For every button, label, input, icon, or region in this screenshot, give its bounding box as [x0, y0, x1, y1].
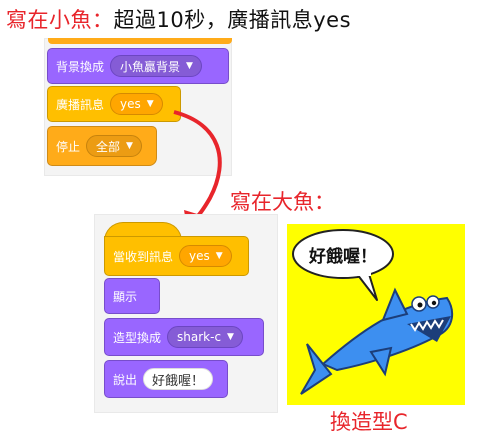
stage-caption: 換造型C	[330, 410, 408, 434]
chevron-down-icon: ▼	[227, 332, 234, 342]
backdrop-dropdown[interactable]: 小魚贏背景 ▼	[110, 55, 202, 77]
speech-bubble-text: 好餓喔！	[309, 247, 377, 267]
switch-backdrop-label: 背景換成	[56, 59, 105, 74]
broadcast-block[interactable]: 廣播訊息 yes ▼	[47, 86, 181, 122]
heading-red: 寫在小魚：	[6, 8, 114, 32]
say-label: 說出	[113, 372, 138, 387]
broadcast-label: 廣播訊息	[56, 97, 105, 112]
broadcast-dropdown-value: yes	[120, 97, 141, 111]
stop-block[interactable]: 停止 全部 ▼	[47, 126, 157, 166]
switch-costume-block[interactable]: 造型換成 shark-c ▼	[104, 318, 264, 356]
receive-dropdown-value: yes	[189, 249, 210, 263]
chevron-down-icon: ▼	[215, 251, 223, 261]
when-receive-label: 當收到訊息	[113, 249, 174, 264]
show-block[interactable]: 顯示	[104, 278, 160, 314]
previous-block-edge	[48, 38, 232, 44]
shark-icon	[300, 287, 454, 395]
heading: 寫在小魚：超過10秒，廣播訊息yes	[6, 4, 351, 34]
heading-black: 超過10秒，廣播訊息yes	[113, 8, 352, 32]
stop-dropdown[interactable]: 全部 ▼	[86, 135, 142, 157]
show-label: 顯示	[113, 289, 138, 304]
costume-dropdown[interactable]: shark-c ▼	[167, 326, 243, 348]
stage-scene	[292, 229, 454, 395]
broadcast-dropdown[interactable]: yes ▼	[110, 93, 163, 115]
switch-costume-label: 造型換成	[113, 330, 162, 345]
stage: 好餓喔！	[287, 224, 465, 405]
chevron-down-icon: ▼	[146, 99, 154, 109]
when-receive-block[interactable]: 當收到訊息 yes ▼	[104, 236, 249, 276]
say-block[interactable]: 說出 好餓喔！	[104, 360, 228, 398]
stop-label: 停止	[56, 139, 81, 154]
receive-dropdown[interactable]: yes ▼	[179, 245, 232, 267]
chevron-down-icon: ▼	[126, 141, 133, 151]
backdrop-dropdown-value: 小魚贏背景	[120, 59, 181, 74]
switch-backdrop-block[interactable]: 背景換成 小魚贏背景 ▼	[47, 48, 229, 84]
big-fish-heading: 寫在大魚：	[230, 190, 335, 214]
costume-dropdown-value: shark-c	[177, 330, 222, 344]
stop-dropdown-value: 全部	[96, 139, 121, 154]
say-text-input[interactable]: 好餓喔！	[143, 368, 214, 390]
chevron-down-icon: ▼	[186, 61, 193, 71]
